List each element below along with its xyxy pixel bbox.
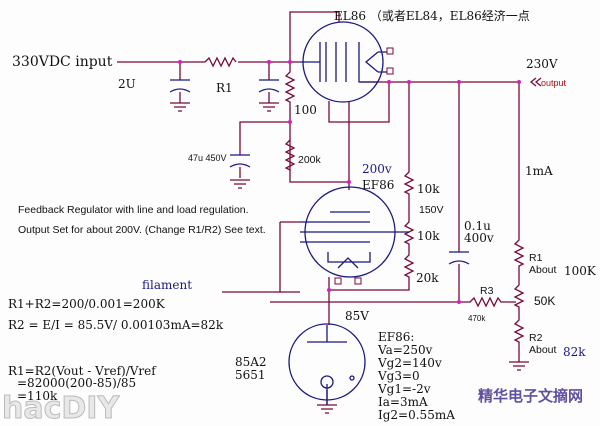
equation: =82000(200-85)/85 [17, 376, 136, 390]
svg-text:Vg1=-2v: Vg1=-2v [377, 382, 431, 396]
el86-tube [300, 21, 394, 103]
label: 200v [362, 162, 392, 176]
label: 230V [526, 57, 558, 71]
label: 100 [294, 103, 317, 117]
label: 5651 [235, 368, 266, 382]
equation: R1=R2(Vout - Vref)/Vref [8, 364, 157, 378]
input-label: 330VDC input [12, 54, 113, 70]
output-arrow-icon [529, 77, 542, 87]
ef86-tube [300, 186, 409, 285]
label: 2U [118, 77, 136, 91]
svg-text:Vg2=140v: Vg2=140v [377, 356, 442, 370]
capacitors [169, 79, 470, 265]
85a2-tube [288, 323, 366, 405]
label: 20k [416, 271, 439, 285]
note: Feedback Regulator with line and load re… [18, 204, 249, 216]
label: R1 [529, 252, 543, 264]
wires [117, 11, 525, 405]
label: 50K [534, 294, 555, 308]
label: 100K [564, 264, 597, 278]
label: 10k [417, 229, 440, 243]
title: EL86 （或者EL84，EL86经济一点 [334, 8, 530, 23]
label: 85A2 [235, 355, 267, 369]
equation: R2 = E/I = 85.5V/ 0.00103mA=82k [8, 318, 224, 332]
site-watermark: 精华电子文摘网 [478, 387, 583, 405]
note: Output Set for about 200V. (Change R1/R2… [18, 224, 266, 236]
label: 47u 450V [188, 153, 227, 163]
label: 1mA [525, 164, 553, 178]
output-label: output [541, 78, 567, 88]
label: 10k [417, 182, 440, 196]
label: About [529, 344, 557, 356]
label: R2 [529, 332, 543, 344]
logo-watermark: hacDIY [2, 391, 120, 426]
label: EF86 [362, 178, 394, 192]
svg-text:Va=250v: Va=250v [377, 343, 433, 357]
equation: R1+R2=200/0.001=200K [8, 297, 166, 311]
svg-text:Vg3=0: Vg3=0 [377, 369, 420, 383]
svg-text:Ia=3mA: Ia=3mA [378, 395, 428, 409]
label: filament [142, 278, 192, 292]
svg-text:EF86:: EF86: [378, 330, 414, 344]
svg-text:Ig2=0.55mA: Ig2=0.55mA [378, 408, 455, 422]
label: 85V [345, 309, 369, 323]
label: 200k [298, 154, 322, 166]
equation: =110k [17, 389, 58, 403]
label: 150V [419, 204, 444, 216]
label: R3 [480, 285, 494, 297]
label: 0.1u [464, 219, 491, 233]
label: 400v [464, 231, 494, 245]
label: About [529, 264, 557, 276]
label: R1 [216, 81, 233, 95]
ef86-specs: EF86: Va=250v Vg2=140v Vg3=0 Vg1=-2v Ia=… [377, 330, 455, 422]
label: 470k [468, 314, 486, 323]
label: 82k [563, 345, 586, 359]
junctions [178, 60, 521, 304]
grounds [170, 102, 529, 414]
